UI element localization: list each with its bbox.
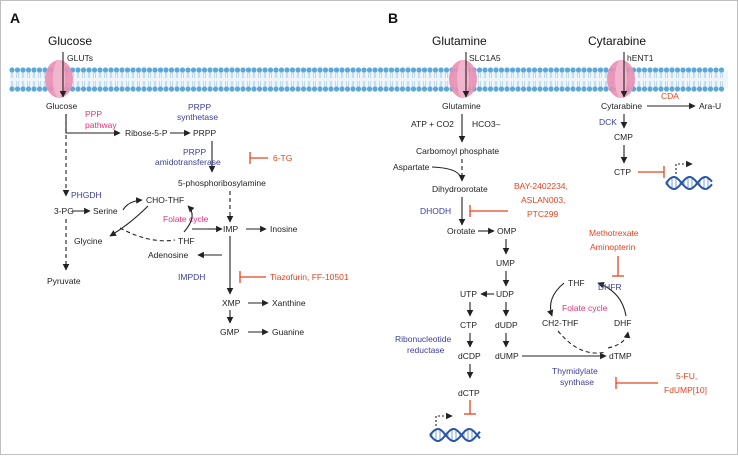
chothf-glycine-arrow [109, 205, 149, 237]
hent1-transporter [607, 60, 635, 98]
node-udp: UDP [496, 289, 514, 299]
node-dtmp: dTMP [609, 351, 632, 361]
inhibitor-tiazofurin: Tiazofurin, FF-10501 [270, 272, 349, 282]
node-dihydroorotate: Dihydroorotate [432, 184, 488, 194]
inhibitor-mtx-line1: Methotrexate [589, 228, 639, 238]
slc1a5-label: SLC1A5 [469, 53, 501, 63]
node-orotate: Orotate [447, 226, 476, 236]
gluts-transporter [45, 60, 73, 98]
serine-chothf-arrow [122, 197, 143, 211]
ppp-arrow [65, 114, 121, 137]
glucose-title: Glucose [48, 34, 92, 48]
cda-label: CDA [661, 91, 679, 101]
dhodh-label: DHODH [420, 206, 451, 216]
phgdh-label: PHGDH [71, 190, 102, 200]
node-3pg: 3-PG [54, 206, 74, 216]
node-dctp: dCTP [458, 388, 480, 398]
node-gmp: GMP [220, 327, 240, 337]
node-phosphoribosylamine: 5-phosphoribosylamine [178, 178, 266, 188]
dhfr-label: DHFR [598, 282, 622, 292]
dna-helix-bottom [429, 412, 481, 443]
dck-label: DCK [599, 117, 617, 127]
node-inosine: Inosine [270, 224, 298, 234]
node-dcdp: dCDP [458, 351, 481, 361]
node-serine: Serine [93, 206, 118, 216]
node-aspartate: Aspartate [393, 162, 430, 172]
node-utp: UTP [460, 289, 477, 299]
node-ch2thf: CH2-THF [542, 318, 578, 328]
node-guanine: Guanine [272, 327, 304, 337]
panel-a-letter: A [10, 10, 20, 26]
ts-label-line1: Thymidylate [552, 366, 598, 376]
rnr-label-line1: Ribonucleotide [395, 334, 452, 344]
prpp-synthetase-line2: synthetase [177, 112, 218, 122]
thf-dash-arc [119, 227, 176, 242]
node-hco3: HCO3– [472, 119, 501, 129]
node-adenosine: Adenosine [148, 250, 188, 260]
inhibitor-bay-line3: PTC299 [527, 209, 558, 219]
node-ribose5p: Ribose-5-P [125, 128, 168, 138]
panel-b-letter: B [388, 10, 398, 26]
node-cytarabine: Cytarabine [601, 101, 642, 111]
cell-membrane [9, 67, 728, 92]
hent1-label: hENT1 [627, 53, 654, 63]
slc1a5-transporter [449, 60, 477, 98]
inhibitor-5fu-line2: FdUMP[10] [664, 385, 707, 395]
node-omp: OMP [497, 226, 517, 236]
node-prpp: PRPP [193, 128, 216, 138]
inhibitor-5fu-line1: 5-FU, [676, 371, 697, 381]
node-xmp: XMP [222, 298, 241, 308]
node-dhf: DHF [614, 318, 631, 328]
node-thf-a: THF [178, 236, 195, 246]
inhibitor-mtx-line2: Aminopterin [590, 242, 636, 252]
node-carbomoyl: Carbomoyl phosphate [416, 146, 499, 156]
prpp-amido-line1: PRPP [183, 147, 206, 157]
rnr-label-line2: reductase [407, 345, 445, 355]
node-ump: UMP [496, 258, 515, 268]
node-ctp: CTP [460, 320, 477, 330]
aspartate-merge-arrow [431, 166, 461, 177]
cytarabine-title: Cytarabine [588, 34, 646, 48]
node-thf-b: THF [568, 278, 585, 288]
ts-label-line2: synthase [560, 377, 594, 387]
folate-cycle-a: Folate cycle [163, 214, 209, 224]
node-glycine: Glycine [74, 236, 103, 246]
gluts-label: GLUTs [67, 53, 93, 63]
node-ctp2: CTP [614, 167, 631, 177]
dna-helix-top [665, 160, 713, 191]
folate-cycle-b: Folate cycle [562, 303, 608, 313]
glutamine-title: Glutamine [432, 34, 487, 48]
impdh-label: IMPDH [178, 272, 205, 282]
node-cmp: CMP [614, 132, 633, 142]
thf-chothf-arrow [183, 205, 195, 233]
node-atp-co2: ATP + CO2 [411, 119, 454, 129]
node-dump: dUMP [495, 351, 519, 361]
inhibitor-6tg: 6-TG [273, 153, 292, 163]
node-chothf: CHO-THF [146, 195, 184, 205]
ch2thf-dash-arc [557, 330, 607, 354]
prpp-amido-line2: amidotransferase [155, 157, 221, 167]
node-dudp: dUDP [495, 320, 518, 330]
node-arau: Ara-U [699, 101, 721, 111]
node-imp: IMP [223, 224, 238, 234]
inhibitor-bay-line1: BAY-2402234, [514, 181, 568, 191]
dhf-thf-arrow [597, 281, 627, 317]
node-pyruvate: Pyruvate [47, 276, 81, 286]
ppp-label-line2: pathway [85, 120, 117, 130]
dtmp-dhf-arrow [607, 331, 631, 349]
inhibitor-bay-line2: ASLAN003, [521, 195, 565, 205]
node-glutamine: Glutamine [442, 101, 481, 111]
node-xanthine: Xanthine [272, 298, 306, 308]
prpp-synthetase-line1: PRPP [188, 102, 211, 112]
thf-ch2thf-arrow [546, 282, 565, 317]
ppp-label-line1: PPP [85, 109, 102, 119]
node-glucose: Glucose [46, 101, 77, 111]
